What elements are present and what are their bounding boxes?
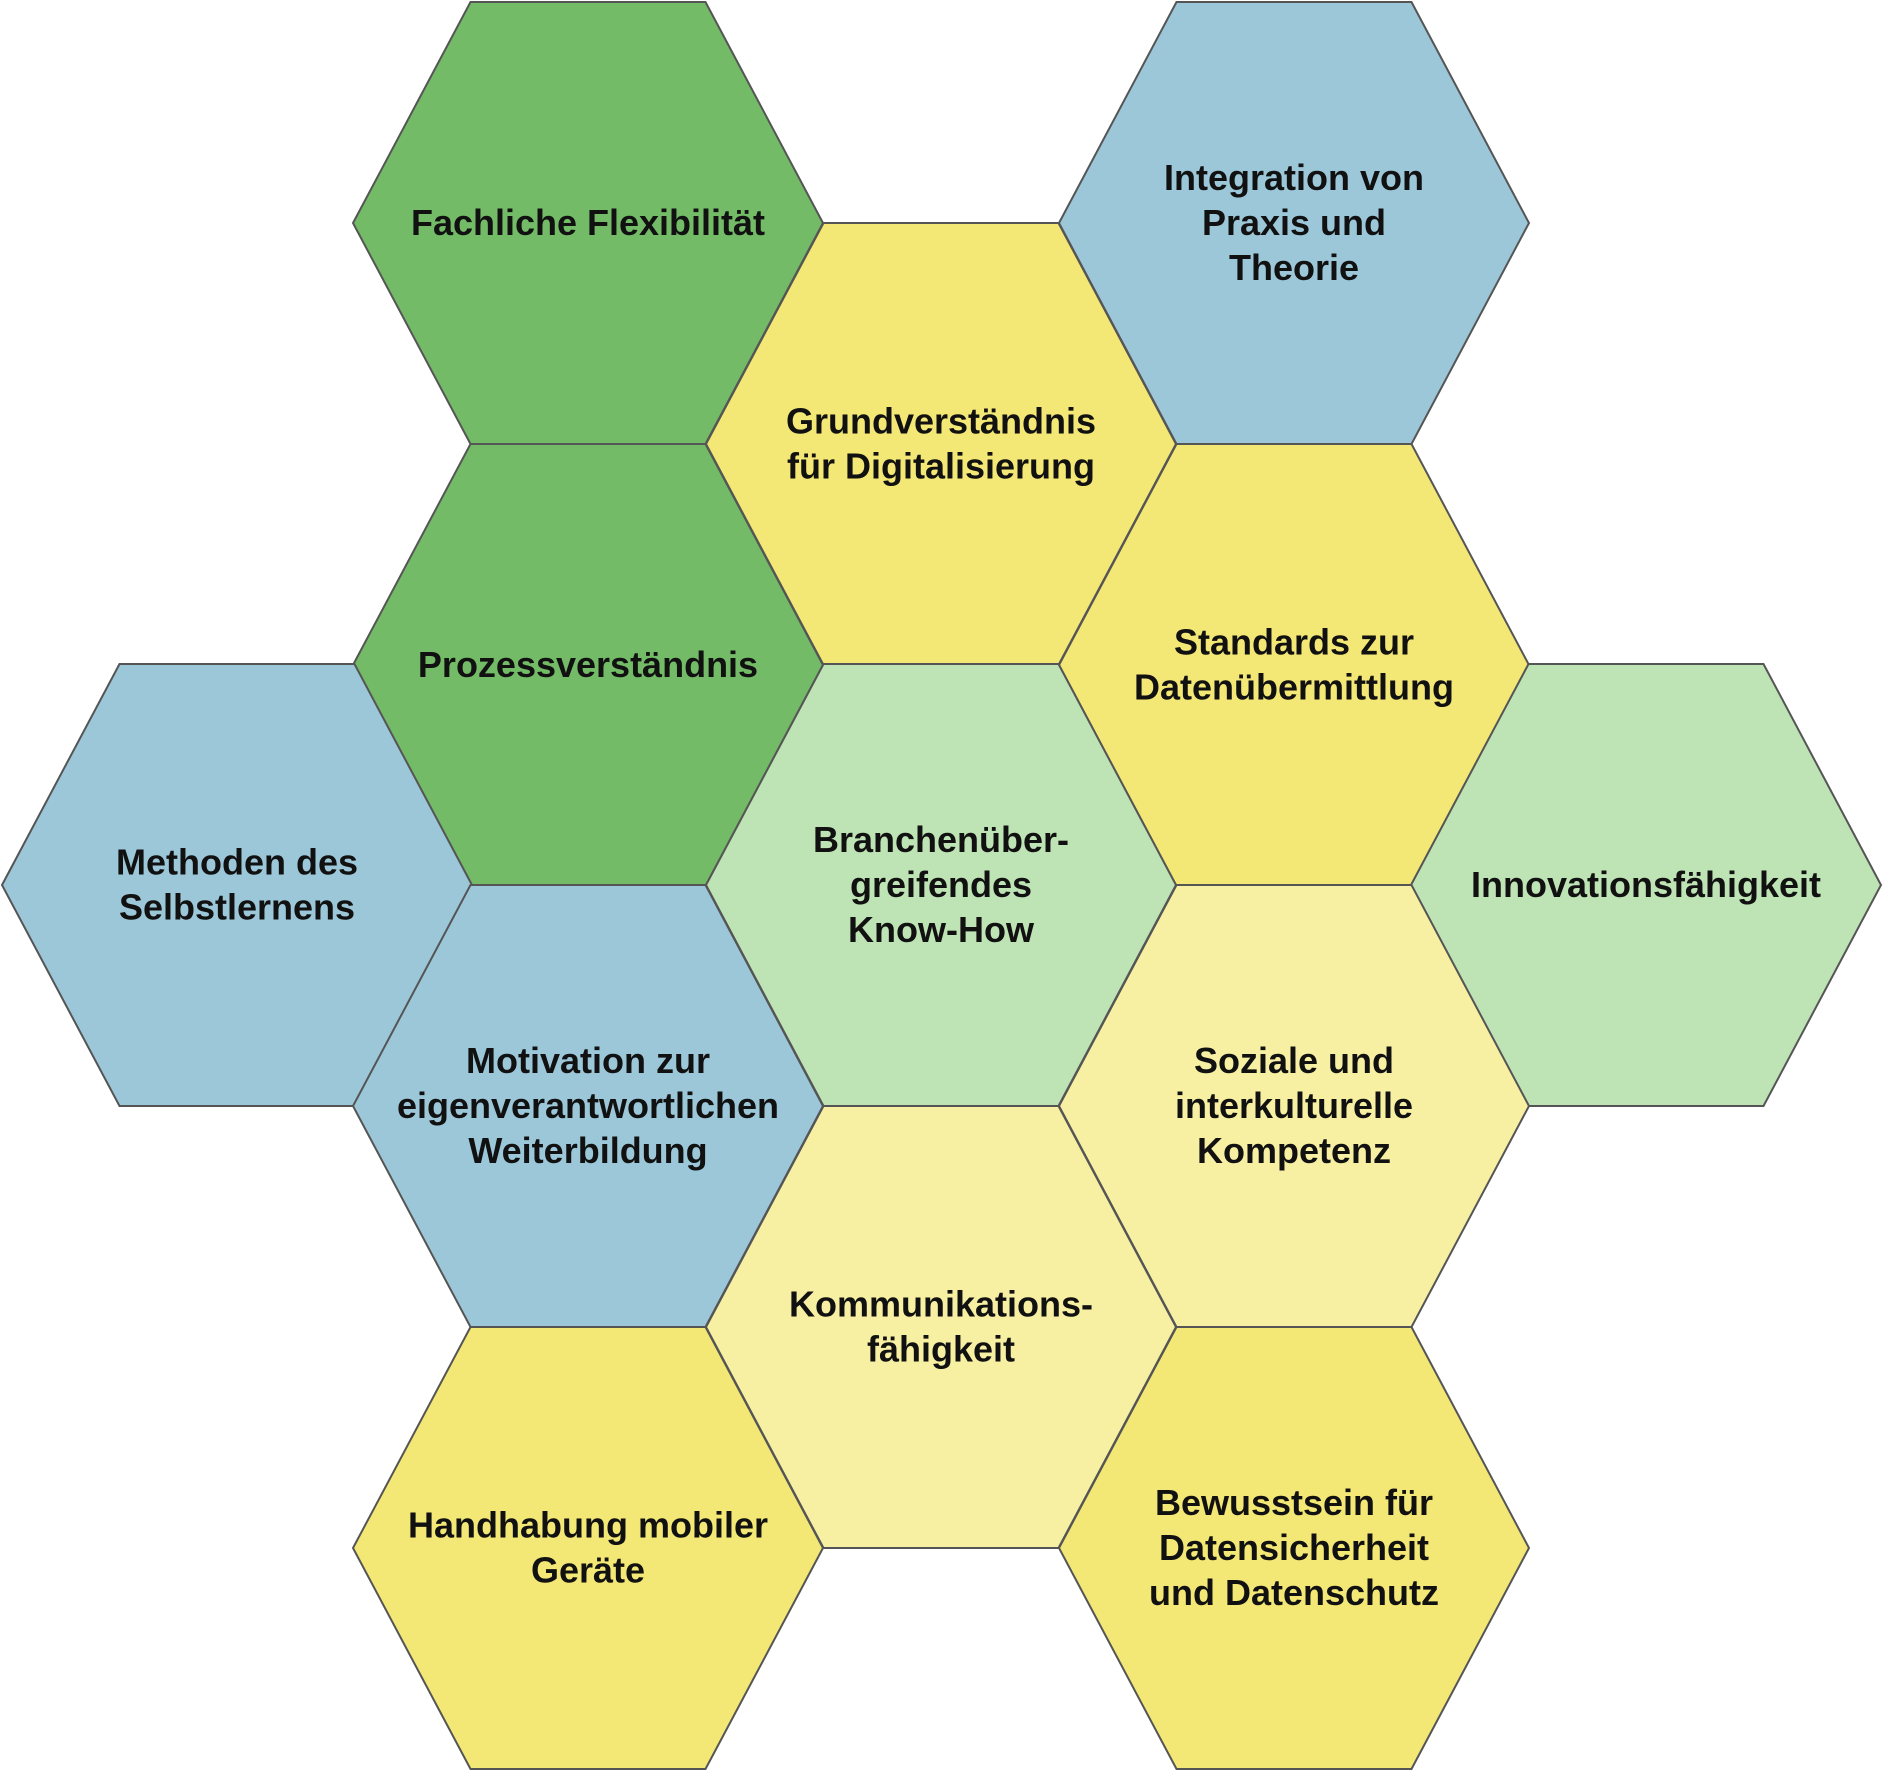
hexagon-label-line: Branchenüber- — [813, 819, 1069, 860]
hexagon-label-line: Methoden des — [116, 842, 358, 883]
hexagon-label-line: Datensicherheit — [1159, 1527, 1429, 1568]
hexagon-label-line: greifendes — [850, 864, 1032, 905]
hexagon-label-line: Fachliche Flexibilität — [411, 202, 765, 243]
hexagon-label-line: Handhabung mobiler — [408, 1505, 768, 1546]
hexagon-innovationsfaehigkeit: Innovationsfähigkeit — [1409, 663, 1883, 1107]
hexagon-fachliche-flexibilitaet: Fachliche Flexibilität — [351, 1, 825, 445]
hexagon-label-line: Innovationsfähigkeit — [1471, 864, 1821, 905]
hexagon-shape — [351, 1326, 825, 1770]
hexagon-label-line: Bewusstsein für — [1155, 1482, 1433, 1523]
hexagon-label-line: und Datenschutz — [1149, 1572, 1439, 1613]
hexagon-prozessverstaendnis: Prozessverständnis — [351, 443, 825, 887]
hexagon-label-line: fähigkeit — [867, 1329, 1015, 1370]
hexagon-label: Fachliche Flexibilität — [411, 202, 765, 243]
hexagon-label: Innovationsfähigkeit — [1471, 864, 1821, 905]
hexagon-label-line: eigenverantwortlichen — [397, 1085, 779, 1126]
hexagon-label-line: Praxis und — [1202, 202, 1386, 243]
hexagon-label-line: Weiterbildung — [468, 1130, 707, 1171]
hexagon-label-line: Selbstlernens — [119, 887, 355, 928]
hexagon-label-line: für Digitalisierung — [787, 446, 1095, 487]
hexagon-label-line: Kommunikations- — [789, 1284, 1093, 1325]
hexagon-label-line: Motivation zur — [466, 1040, 710, 1081]
hexagon-label-line: Soziale und — [1194, 1040, 1394, 1081]
hexagon-label-line: interkulturelle — [1175, 1085, 1413, 1126]
hexagon-label-line: Know-How — [848, 909, 1035, 950]
hexagon-label: Kommunikations-fähigkeit — [789, 1284, 1093, 1370]
hexagon-label-line: Theorie — [1229, 247, 1359, 288]
hexagon-label-line: Grundverständnis — [786, 401, 1096, 442]
hexagon-label-line: Kompetenz — [1197, 1130, 1391, 1171]
hexagon-label-line: Prozessverständnis — [418, 644, 758, 685]
hexagon-label-line: Datenübermittlung — [1134, 667, 1454, 708]
hexagon-label-line: Geräte — [531, 1550, 645, 1591]
hexagon-label: Prozessverständnis — [418, 644, 758, 685]
hexagon-label-line: Integration von — [1164, 157, 1424, 198]
hexagon-shape — [1057, 1326, 1531, 1770]
hexagon-label-line: Standards zur — [1174, 622, 1414, 663]
